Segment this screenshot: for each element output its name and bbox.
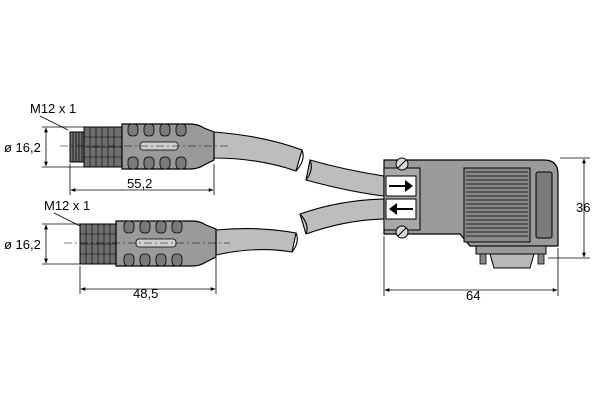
dsub-cable-lower <box>299 198 385 235</box>
dsub-height-label: 36 <box>576 200 590 215</box>
dsub-ribbed-grip <box>463 167 531 243</box>
top-thread-label: M12 x 1 <box>30 101 76 116</box>
top-cable <box>213 131 303 172</box>
dsub-cable-upper <box>305 159 385 197</box>
bottom-cable <box>215 228 297 256</box>
dsub-plug <box>489 253 535 269</box>
bottom-length-label: 48,5 <box>133 286 158 301</box>
top-dimensions: M12 x 1 ø 16,2 55,2 <box>4 101 215 195</box>
dsub-connector <box>299 157 559 269</box>
dsub-dimensions: 36 64 <box>383 157 590 303</box>
top-diameter-label: ø 16,2 <box>4 140 41 155</box>
bottom-m12-connector <box>64 220 298 267</box>
top-m12-connector <box>60 123 304 172</box>
screw-icon <box>395 157 409 171</box>
top-length-label: 55,2 <box>127 176 152 191</box>
dsub-flange <box>475 245 547 255</box>
screw-icon <box>395 225 409 239</box>
dsub-width-label: 64 <box>466 288 480 303</box>
dsub-side-window <box>535 171 553 239</box>
bottom-diameter-label: ø 16,2 <box>4 237 41 252</box>
bottom-thread-label: M12 x 1 <box>44 198 90 213</box>
bottom-dimensions: M12 x 1 ø 16,2 48,5 <box>4 198 217 301</box>
